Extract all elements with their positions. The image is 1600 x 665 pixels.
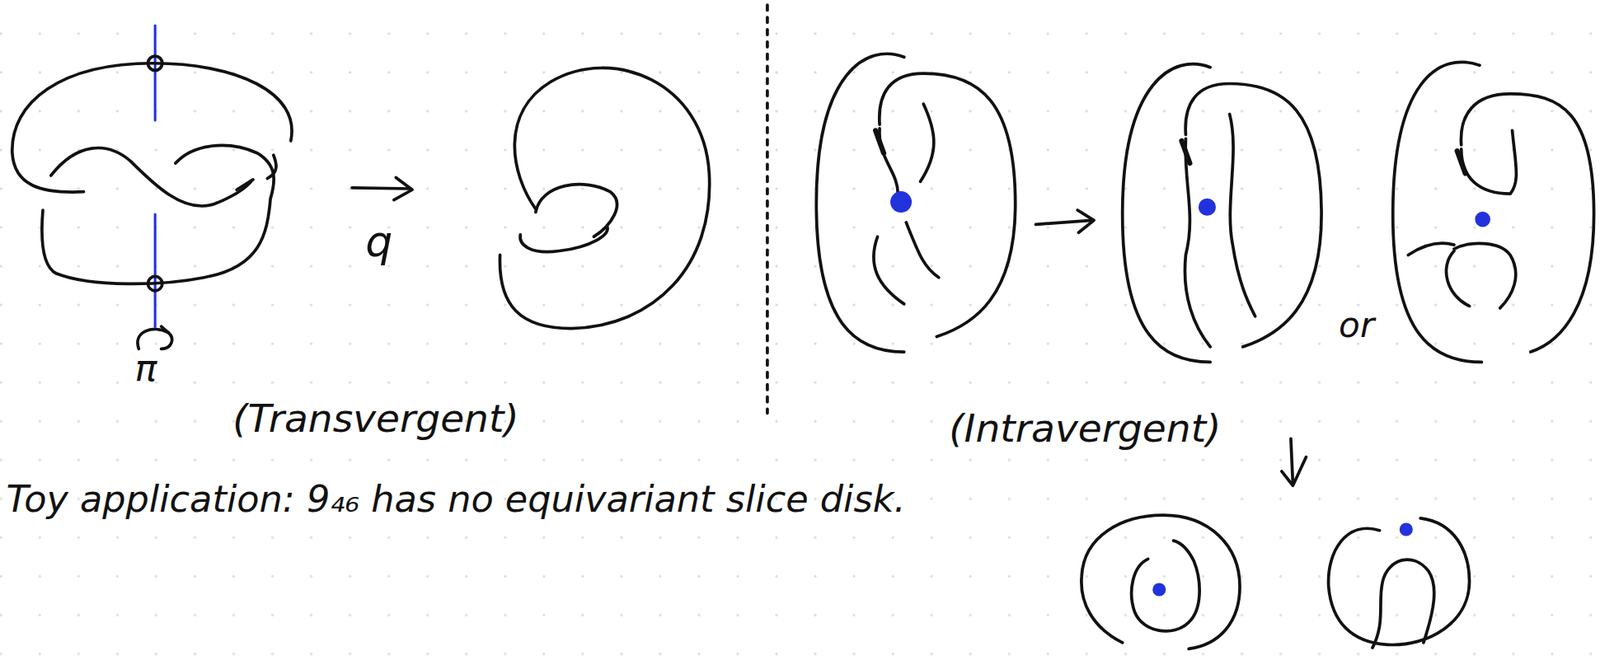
connective-word: or <box>1338 304 1375 346</box>
map-label: q <box>365 215 393 267</box>
case-caption: (Transvergent) <box>232 395 519 441</box>
rotation-angle: π <box>134 347 157 390</box>
case-caption: (Intravergent) <box>948 406 1221 451</box>
note-text: Toy application: 9₄₆ has no equivariant … <box>5 467 955 532</box>
